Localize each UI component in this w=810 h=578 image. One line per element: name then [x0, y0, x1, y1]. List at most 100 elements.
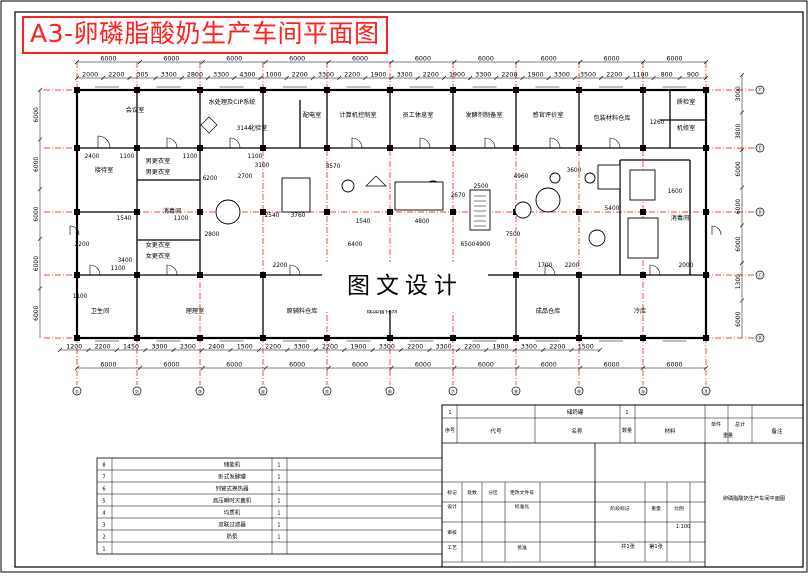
bom-no: 7 [102, 475, 105, 481]
tank-symbol [549, 172, 561, 184]
axis-bubble [132, 386, 142, 396]
dim-right-tick [739, 260, 745, 266]
column [387, 209, 393, 215]
dim-bottom-grid-text: 6000 [415, 362, 431, 369]
dim-top-grid-text: 6000 [541, 56, 557, 63]
dim-bottom-detail-tick [256, 347, 262, 353]
inner-dim-text: 2700 [238, 174, 253, 180]
dim-top-grid-tick [515, 59, 520, 65]
equipment-box [597, 164, 621, 190]
bom-no: 3 [102, 523, 105, 529]
dim-bottom-grid-tick [452, 365, 457, 371]
bom-no: 5 [102, 499, 105, 505]
tb-h-material: 材料 [664, 427, 676, 435]
column [703, 87, 709, 93]
bom-no: 1 [102, 547, 105, 553]
dim-top-detail-tick [494, 75, 499, 81]
dim-top-grid-tick [74, 59, 80, 65]
room-label: 女更衣室 [146, 241, 171, 249]
dim-top-detail-tick [336, 75, 342, 81]
inner-dim-text: 2540 [265, 213, 280, 219]
room-label: 冷库 [634, 307, 646, 315]
inner-dim-text: 1260 [650, 120, 665, 126]
dim-right-tick [739, 185, 745, 190]
dim-top-grid-text: 6000 [415, 56, 431, 63]
dim-bottom-detail-text: 2300 [180, 344, 196, 351]
dim-top-detail-text: 800 [661, 72, 673, 79]
drawing-border [14, 11, 804, 568]
dim-bottom-detail-tick [597, 347, 603, 353]
room-label: 成品仓库 [536, 307, 561, 315]
dim-top-detail-tick [310, 75, 316, 81]
bom-qty: 1 [277, 487, 280, 493]
dim-top-detail-text: 900 [687, 72, 699, 79]
room-label: 原辅料仓库 [287, 307, 318, 315]
dim-bottom-detail-text: 1900 [493, 344, 509, 351]
dim-right-tick [739, 298, 745, 303]
axis-label: Ⓒ [757, 272, 762, 279]
door-swing [549, 137, 561, 149]
room-label: 机修室 [677, 124, 696, 132]
dim-top-detail-tick [127, 75, 132, 81]
tb-label: 标记 [447, 489, 457, 496]
tb-label: 审核 [447, 529, 457, 536]
dim-bottom-detail-tick [484, 347, 489, 353]
inner-dim-text: 2670 [451, 193, 466, 199]
inner-dim-text: 1100 [183, 154, 198, 160]
equipment-box [469, 189, 491, 231]
inner-dim-text: 3760 [291, 213, 306, 219]
dim-right-tick [739, 147, 745, 153]
tb-label: 设计 [447, 503, 457, 510]
column [74, 335, 80, 341]
axis-label: ⑦ [451, 390, 456, 396]
dim-top-detail-text: 2200 [501, 72, 517, 79]
dim-bottom-detail-tick [57, 347, 63, 353]
drawing-title: A3-卵磷脂酸奶生产车间平面图 [22, 16, 388, 54]
dim-top-detail-tick [205, 75, 211, 81]
equipment [200, 116, 659, 259]
axis-bubble [755, 207, 765, 217]
dim-right-text: 1300 [735, 274, 742, 289]
dim-top-grid-tick [200, 59, 206, 65]
inner-dim-text: 1700 [538, 263, 553, 269]
dim-top-grid-text: 6000 [100, 56, 116, 63]
dim-right-text: 3000 [735, 86, 742, 101]
bom-qty: 1 [277, 511, 280, 517]
dim-top-detail-text: 3300 [475, 72, 491, 79]
room-label: 理理室 [186, 307, 205, 315]
axis-bubble [511, 386, 521, 396]
axis-label: Ⓔ [757, 145, 762, 152]
inner-dim-text: 7500 [506, 232, 521, 238]
axis-bubble [322, 386, 332, 396]
axis-label: ⑤ [325, 390, 329, 396]
axis-bubble [385, 386, 395, 396]
room-label: 女更衣室 [146, 252, 171, 260]
axis-bubble [755, 270, 765, 280]
bom-no: 4 [102, 511, 105, 517]
room-label: 会议室 [126, 106, 145, 114]
tb-h-name: 名称 [571, 427, 583, 435]
dim-top-grid-tick [703, 59, 709, 65]
door-swing [609, 137, 621, 149]
inner-dim-text: 6400 [348, 242, 363, 248]
room-label: 感官评价室 [533, 111, 564, 119]
dim-top-grid-tick [640, 59, 646, 65]
dim-bottom-detail-tick [341, 347, 347, 353]
bom-name: 高压瞬时灭菌机 [213, 497, 252, 505]
dim-bottom-grid-tick [200, 365, 206, 371]
dim-bottom-grid-tick [137, 365, 143, 371]
axis-label: ⑪ [703, 389, 708, 396]
dim-bottom-detail-tick [86, 347, 91, 353]
tb-h-code: 代号 [490, 427, 502, 435]
column [703, 209, 709, 215]
bom-qty: 1 [277, 499, 280, 505]
axis-bubble [195, 386, 205, 396]
dim-top-detail-tick [415, 75, 420, 81]
dim-top-detail-tick [572, 75, 578, 81]
dim-top-grid-tick [389, 59, 394, 65]
dim-bottom-grid-text: 6000 [541, 362, 557, 369]
dim-top-grid-text: 6000 [226, 56, 242, 63]
